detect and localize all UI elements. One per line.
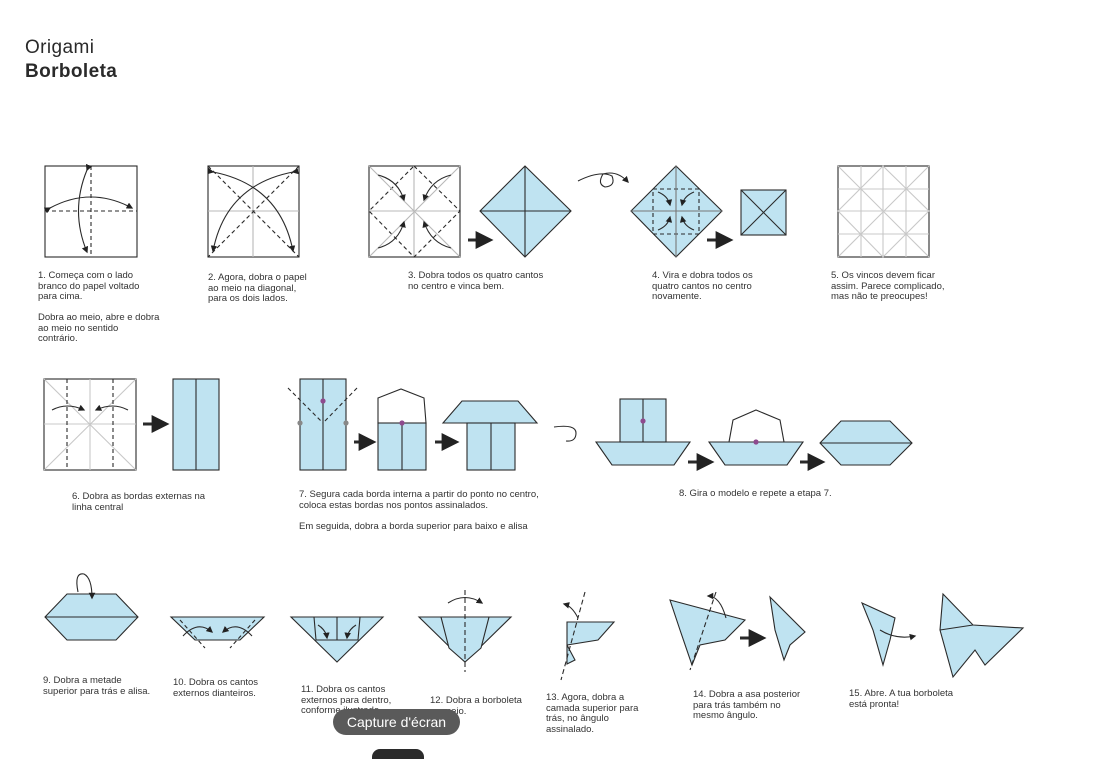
step-5-caption: 5. Os vincos devem ficar assim. Parece c… xyxy=(831,270,945,302)
diagram-step-6 xyxy=(43,378,220,471)
step-13-caption: 13. Agora, dobra a camada superior para … xyxy=(546,692,639,735)
step-4-caption: 4. Vira e dobra todos os quatro cantos n… xyxy=(652,270,753,302)
diagram-step-8 xyxy=(553,398,913,471)
step-9-caption: 9. Dobra a metade superior para trás e a… xyxy=(43,675,151,697)
step-10-caption: 10. Dobra os cantos externos dianteiros. xyxy=(173,677,259,699)
title-origami: Origami xyxy=(25,37,95,58)
diagram-step-2 xyxy=(207,165,300,258)
step-6-caption: 6. Dobra as bordas externas na linha cen… xyxy=(72,491,206,513)
diagram-step-7 xyxy=(287,378,539,471)
diagram-step-15 xyxy=(860,592,1025,679)
title-borboleta: Borboleta xyxy=(25,61,118,82)
step-14-caption: 14. Dobra a asa posterior para trás tamb… xyxy=(693,689,801,721)
diagram-step-10 xyxy=(169,616,266,649)
step-7-caption: 7. Segura cada borda interna a partir do… xyxy=(299,489,539,532)
diagram-step-3 xyxy=(368,165,572,258)
diagram-step-4 xyxy=(577,165,787,258)
step-2-caption: 2. Agora, dobra o papel ao meio na diago… xyxy=(208,272,307,304)
diagram-step-14 xyxy=(669,591,806,671)
diagram-step-5 xyxy=(837,165,930,258)
step-3-caption: 3. Dobra todos os quatro cantos no centr… xyxy=(408,270,544,292)
diagram-step-1 xyxy=(43,163,138,258)
diagram-step-13 xyxy=(560,591,616,681)
screenshot-tooltip: Capture d'écran xyxy=(333,709,460,735)
diagram-step-12 xyxy=(417,590,513,672)
step-8-caption: 8. Gira o modelo e repete a etapa 7. xyxy=(679,488,832,499)
step-15-caption: 15. Abre. A tua borboleta está pronta! xyxy=(849,688,954,710)
diagram-step-9 xyxy=(44,573,139,641)
step-1-caption: 1. Começa com o lado branco do papel vol… xyxy=(38,270,160,344)
diagram-step-11 xyxy=(289,616,385,663)
dock-item[interactable] xyxy=(372,749,424,759)
